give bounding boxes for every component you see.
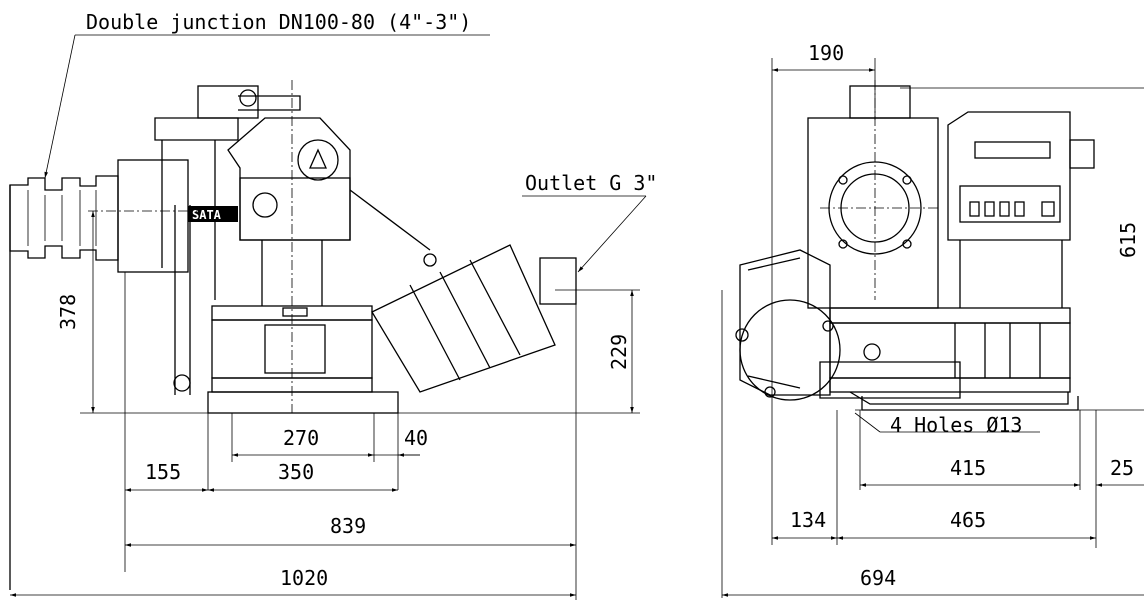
dim-839: 839 [330, 514, 366, 538]
dim-25: 25 [1110, 456, 1134, 480]
pump-housing: SATA [117, 85, 431, 395]
dim-694: 694 [860, 566, 896, 590]
pump-body [807, 80, 1071, 405]
side-view: SATA 378 229 [9, 10, 657, 600]
double-junction-inlet [9, 175, 119, 590]
dim-1020: 1020 [280, 566, 328, 590]
pump-base [207, 305, 399, 414]
dim-134: 134 [790, 508, 826, 532]
dim-229: 229 [607, 334, 631, 370]
holes-label: 4 Holes Ø13 [890, 413, 1022, 437]
dim-465: 465 [950, 508, 986, 532]
dim-615: 615 [1116, 222, 1140, 258]
outlet-label: Outlet G 3" [525, 171, 657, 195]
dim-190: 190 [808, 41, 844, 65]
dim-40: 40 [404, 426, 428, 450]
front-view: 190 615 4 Holes Ø13 415 25 134 465 694 [721, 41, 1144, 598]
brand-label: SATA [192, 208, 222, 222]
dim-415: 415 [950, 456, 986, 480]
dim-270: 270 [283, 426, 319, 450]
dim-350: 350 [278, 460, 314, 484]
meter-register [947, 111, 1095, 308]
dim-378: 378 [56, 294, 80, 330]
inclined-outlet [371, 244, 577, 393]
dim-155: 155 [145, 460, 181, 484]
double-junction-label: Double junction DN100-80 (4"-3") [86, 10, 471, 34]
electric-motor [735, 249, 841, 401]
